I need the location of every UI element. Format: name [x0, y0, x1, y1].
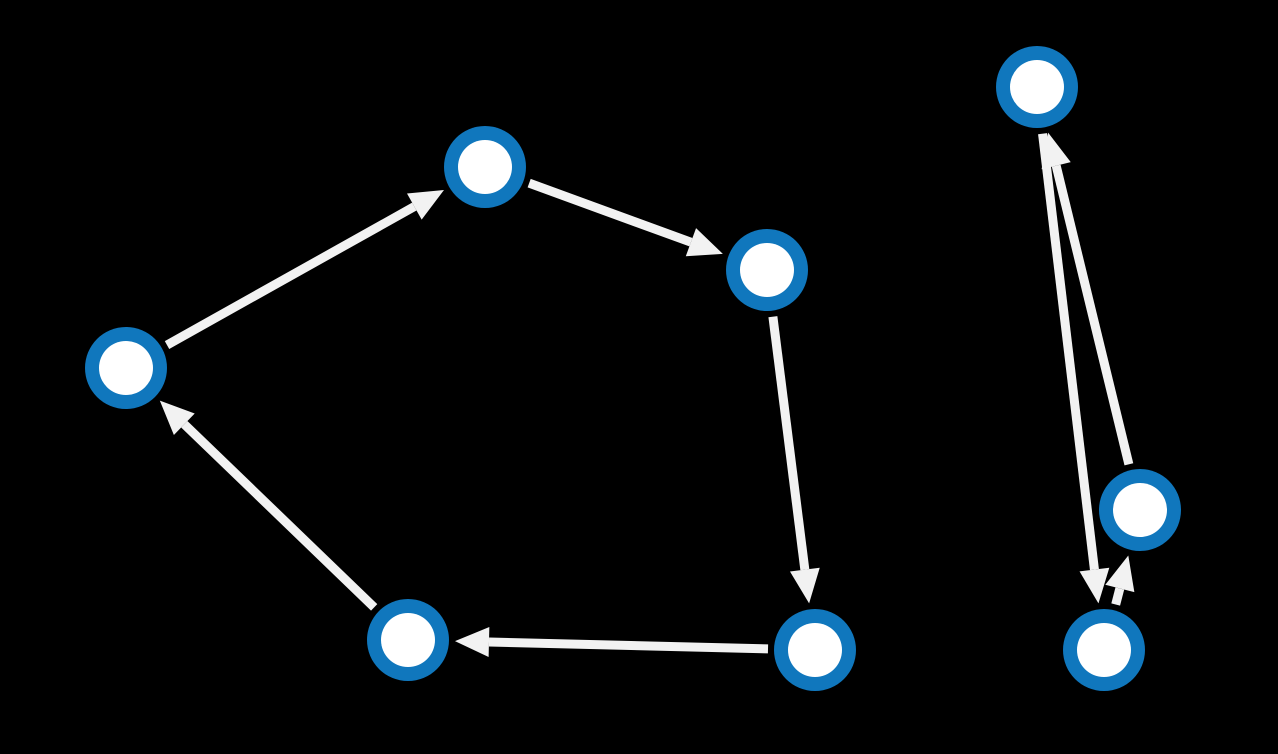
arrowhead-icon-d-to-h: [1079, 567, 1110, 604]
graph-edge-d-to-h[interactable]: [1038, 133, 1099, 571]
graph-edge-h-to-e[interactable]: [1111, 587, 1125, 606]
arrowhead-icon-g-to-f: [454, 626, 490, 657]
graph-edge-e-to-d[interactable]: [1051, 164, 1134, 466]
node-core: [381, 613, 435, 667]
node-layer: [85, 46, 1181, 691]
graph-edge-g-to-f[interactable]: [488, 637, 769, 654]
graph-edge-b-to-c[interactable]: [527, 178, 693, 247]
node-core: [458, 140, 512, 194]
node-core: [788, 623, 842, 677]
arrowhead-icon-a-to-b: [407, 189, 444, 220]
graph-edge-f-to-a[interactable]: [181, 420, 378, 611]
node-core: [1010, 60, 1064, 114]
graph-edge-a-to-b[interactable]: [164, 202, 417, 349]
arrowhead-icon-c-to-g: [789, 567, 820, 604]
node-core: [1077, 623, 1131, 677]
node-core: [1113, 483, 1167, 537]
arrowhead-icon-b-to-c: [685, 228, 723, 257]
graph-node-e[interactable]: [1099, 469, 1181, 551]
graph-edge-c-to-g[interactable]: [768, 316, 810, 571]
graph-node-f[interactable]: [367, 599, 449, 681]
graph-node-h[interactable]: [1063, 609, 1145, 691]
edge-layer: [159, 132, 1135, 657]
node-core: [99, 341, 153, 395]
arrowhead-icon-h-to-e: [1105, 555, 1135, 593]
arrowhead-icon-f-to-a: [159, 400, 195, 436]
graph-node-a[interactable]: [85, 327, 167, 409]
graph-node-g[interactable]: [774, 609, 856, 691]
graph-node-c[interactable]: [726, 229, 808, 311]
graph-node-b[interactable]: [444, 126, 526, 208]
graph-node-d[interactable]: [996, 46, 1078, 128]
arrowhead-icon-e-to-d: [1041, 132, 1071, 170]
node-core: [740, 243, 794, 297]
